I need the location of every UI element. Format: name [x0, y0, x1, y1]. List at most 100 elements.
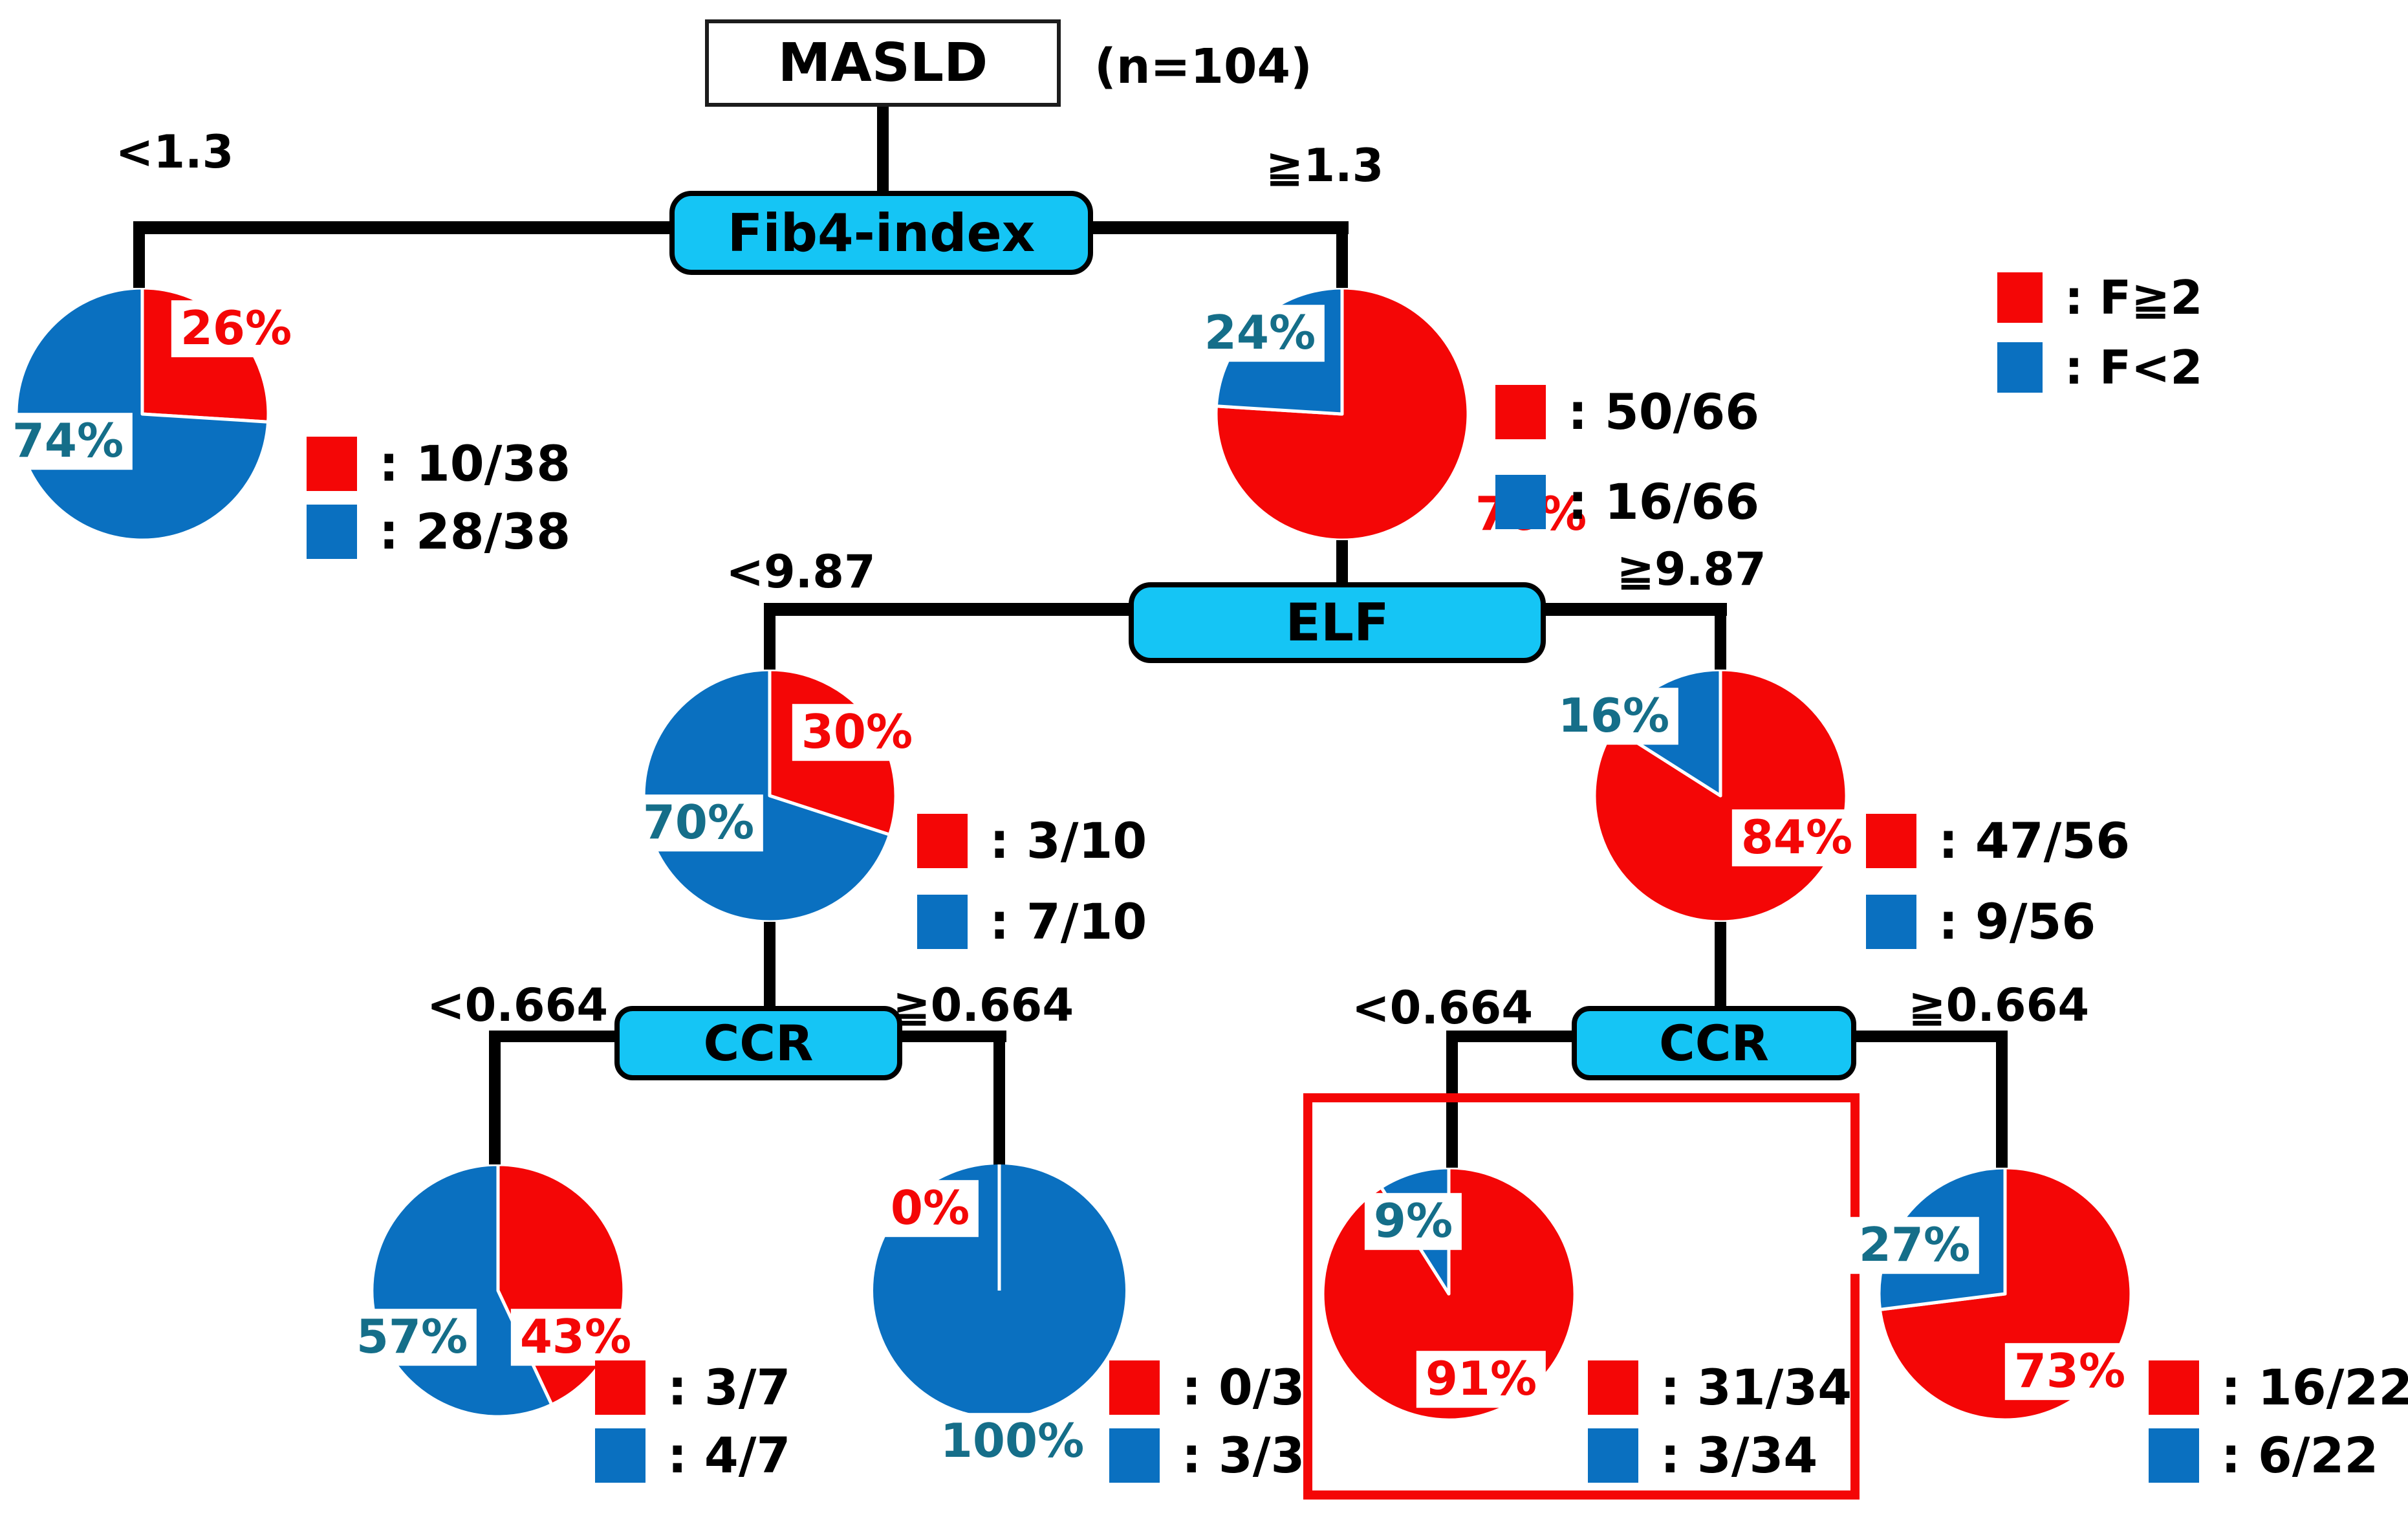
- legend-row: : 50/66: [1495, 383, 1759, 441]
- legend-value: : 7/10: [990, 893, 1147, 950]
- legend-row: : 7/10: [917, 893, 1147, 950]
- node-elf: ELF: [1129, 582, 1546, 663]
- legend-value: : 0/3: [1182, 1359, 1305, 1416]
- legend-fib4-low: : 10/38 : 28/38: [307, 435, 570, 571]
- legend-value: : 31/34: [1660, 1359, 1852, 1416]
- legend-value: : 50/66: [1568, 383, 1760, 441]
- node-ccr-left-label: CCR: [703, 1014, 814, 1072]
- figure-key: : F≧2 : F<2: [1997, 270, 2202, 405]
- sample-size-label: (n=104): [1094, 39, 1312, 94]
- blue-swatch-icon: [1109, 1428, 1160, 1483]
- blue-swatch-icon: [307, 504, 357, 559]
- legend-row: : 4/7: [595, 1426, 790, 1484]
- red-swatch-icon: [917, 813, 968, 868]
- pct-label: 16%: [1548, 688, 1679, 745]
- pct-label: 84%: [1731, 809, 1862, 866]
- blue-swatch-icon: [595, 1428, 645, 1483]
- legend-row: : 6/22: [2149, 1426, 2408, 1484]
- legend-ccrR-low: : 31/34 : 3/34: [1588, 1359, 1852, 1494]
- red-swatch-icon: [1997, 272, 2043, 323]
- pct-label: 26%: [171, 300, 301, 357]
- red-swatch-icon: [1109, 1360, 1160, 1415]
- highlight-box: [1303, 1093, 1860, 1500]
- connector-line: [133, 221, 145, 294]
- root-node-label: MASLD: [777, 32, 988, 94]
- legend-row: : 3/3: [1109, 1426, 1305, 1484]
- pct-label: 0%: [881, 1180, 979, 1237]
- legend-fib4-high: : 50/66 : 16/66: [1495, 383, 1759, 541]
- blue-swatch-icon: [1588, 1428, 1638, 1483]
- pct-label: 24%: [1195, 305, 1325, 362]
- pct-label: 30%: [792, 704, 922, 761]
- legend-row: : 16/66: [1495, 473, 1759, 530]
- red-swatch-icon: [307, 436, 357, 491]
- node-ccr-left: CCR: [614, 1006, 902, 1080]
- blue-swatch-icon: [1866, 894, 1916, 949]
- red-swatch-icon: [1866, 813, 1916, 868]
- legend-value: : 6/22: [2221, 1426, 2379, 1484]
- pct-label: 100%: [931, 1413, 1094, 1470]
- node-ccr-right: CCR: [1572, 1006, 1856, 1080]
- legend-value: : 47/56: [1938, 812, 2131, 869]
- red-swatch-icon: [1495, 384, 1546, 439]
- root-node-masld: MASLD: [705, 19, 1061, 107]
- legend-row: : 0/3: [1109, 1359, 1305, 1416]
- connector-line: [993, 1031, 1005, 1170]
- branch-label-ccrR-low: <0.664: [1351, 981, 1534, 1034]
- legend-ccrL-high: : 0/3 : 3/3: [1109, 1359, 1305, 1494]
- legend-row: : 10/38: [307, 435, 570, 492]
- connector-line: [489, 1031, 501, 1170]
- legend-elf-high: : 47/56 : 9/56: [1866, 812, 2130, 961]
- pct-label: 74%: [3, 413, 133, 470]
- connector-line: [1715, 603, 1726, 675]
- pct-label: 91%: [1416, 1351, 1546, 1408]
- legend-row: : F≧2: [1997, 270, 2202, 325]
- branch-label-ccrR-high: ≧0.664: [1907, 979, 2090, 1032]
- connector-line: [1336, 529, 1348, 587]
- branch-label-ccrL-high: ≧0.664: [892, 979, 1074, 1032]
- red-swatch-icon: [1588, 1360, 1638, 1415]
- node-elf-label: ELF: [1285, 593, 1389, 653]
- legend-value: : 28/38: [379, 503, 571, 560]
- legend-value: : 9/56: [1938, 893, 2096, 950]
- key-red-label: : F≧2: [2065, 270, 2203, 325]
- branch-label-elf-high: ≧9.87: [1616, 543, 1766, 596]
- connector-line: [1336, 221, 1348, 294]
- connector-line: [1996, 1031, 2008, 1172]
- legend-value: : 3/3: [1182, 1426, 1305, 1484]
- pct-label: 57%: [347, 1309, 477, 1366]
- key-blue-label: : F<2: [2065, 340, 2203, 395]
- connector-line: [877, 104, 889, 194]
- pct-label: 43%: [510, 1309, 641, 1366]
- node-fib4-index: Fib4-index: [669, 191, 1093, 275]
- red-swatch-icon: [2149, 1360, 2199, 1415]
- blue-swatch-icon: [1495, 474, 1546, 529]
- legend-value: : 3/34: [1660, 1426, 1818, 1484]
- legend-row: : 28/38: [307, 503, 570, 560]
- legend-value: : 3/10: [990, 812, 1147, 869]
- legend-value: : 3/7: [667, 1359, 791, 1416]
- legend-ccrR-high: : 16/22 : 6/22: [2149, 1359, 2408, 1494]
- connector-line: [1715, 917, 1726, 1009]
- node-fib4-label: Fib4-index: [727, 202, 1036, 263]
- legend-value: : 4/7: [667, 1426, 791, 1484]
- legend-row: : 3/34: [1588, 1426, 1852, 1484]
- legend-row: : 3/10: [917, 812, 1147, 869]
- pct-label: 70%: [633, 794, 764, 851]
- pie-ccrL-low: [370, 1162, 626, 1419]
- blue-swatch-icon: [917, 894, 968, 949]
- legend-row: : 31/34: [1588, 1359, 1852, 1416]
- branch-label-ccrL-low: <0.664: [426, 979, 609, 1032]
- connector-line: [764, 603, 776, 675]
- pct-label: 73%: [2004, 1343, 2135, 1400]
- legend-row: : 3/7: [595, 1359, 790, 1416]
- connector-line: [764, 917, 776, 1009]
- branch-label-elf-low: <9.87: [726, 545, 876, 598]
- legend-row: : 9/56: [1866, 893, 2130, 950]
- legend-row: : 47/56: [1866, 812, 2130, 869]
- node-ccr-right-label: CCR: [1658, 1014, 1770, 1072]
- blue-swatch-icon: [2149, 1428, 2199, 1483]
- legend-value: : 16/66: [1568, 473, 1760, 530]
- branch-label-fib4-high: ≧1.3: [1265, 139, 1384, 192]
